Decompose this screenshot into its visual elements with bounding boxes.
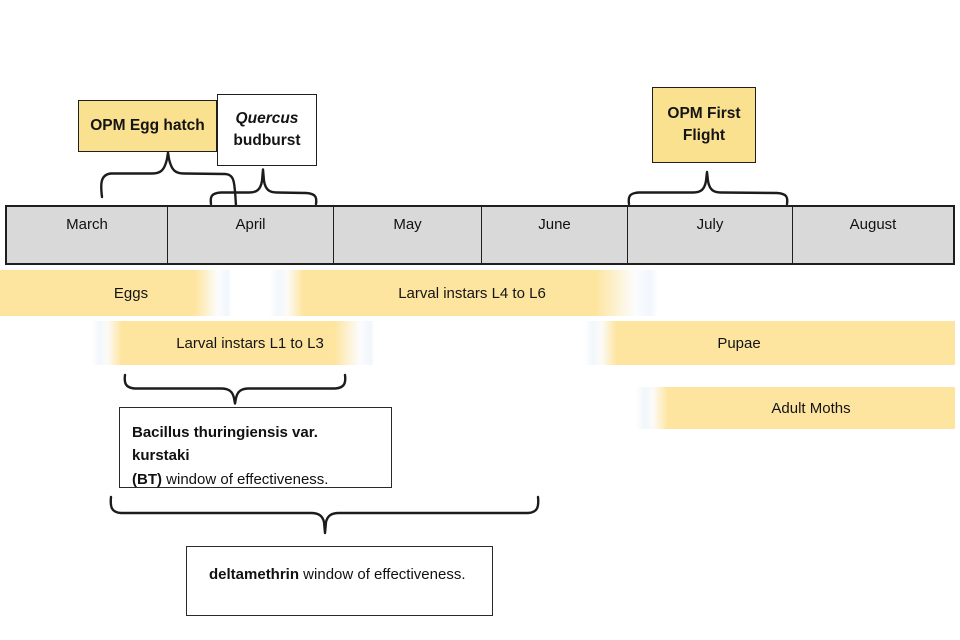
brace-deltamethrin <box>109 495 540 535</box>
larval-l1-l3-bar: Larval instars L1 to L3 <box>92 321 374 365</box>
timeline-cell-july: July <box>628 207 793 263</box>
pupae-label: Pupae <box>717 334 761 352</box>
larval-l4-l6-label: Larval instars L4 to L6 <box>398 284 546 302</box>
deltamethrin-name-bold: deltamethrin <box>209 566 300 583</box>
deltamethrin-effectiveness-box: deltamethrin window of effectiveness. <box>186 546 493 616</box>
first-flight-label-line2: Flight <box>682 127 726 144</box>
month-label: May <box>393 216 422 233</box>
eggs-label: Eggs <box>113 284 149 302</box>
deltamethrin-rest-text: window of effectiveness. <box>299 566 466 583</box>
month-label: March <box>66 216 108 233</box>
egg-hatch-label: OPM Egg hatch <box>90 116 205 134</box>
bt-name-bold: Bacillus thuringiensis var. kurstaki <box>132 424 318 465</box>
pupae-bar: Pupae <box>585 321 955 365</box>
brace-budburst <box>209 168 318 206</box>
budburst-label-line2: budburst <box>233 132 301 149</box>
adult-moths-label: Adult Moths <box>771 399 851 417</box>
month-label: July <box>696 216 724 233</box>
budburst-label-line1: Quercus <box>235 109 299 127</box>
bt-rest-text: window of effectiveness. <box>162 470 329 488</box>
adult-moths-bar: Adult Moths <box>636 387 955 429</box>
budburst-box: Quercus budburst <box>217 94 317 166</box>
brace-egg-hatch <box>100 151 238 208</box>
brace-first-flight <box>627 170 789 206</box>
month-label: June <box>538 216 571 233</box>
timeline-cell-june: June <box>482 207 628 263</box>
timeline-cell-march: March <box>7 207 168 263</box>
bt-effectiveness-box: Bacillus thuringiensis var. kurstaki (BT… <box>119 407 392 488</box>
first-flight-box: OPM First Flight <box>652 87 756 163</box>
timeline-cell-august: August <box>793 207 953 263</box>
eggs-bar: Eggs <box>0 270 232 316</box>
bt-abbr-bold: (BT) <box>132 470 162 488</box>
larval-l4-l6-bar: Larval instars L4 to L6 <box>270 270 658 316</box>
brace-bt <box>123 373 347 405</box>
month-label: August <box>849 216 897 233</box>
timeline-cell-april: April <box>168 207 334 263</box>
first-flight-label-line1: OPM First <box>667 104 741 122</box>
larval-l1-l3-label: Larval instars L1 to L3 <box>176 334 324 352</box>
timeline-cell-may: May <box>334 207 482 263</box>
egg-hatch-box: OPM Egg hatch <box>78 100 217 152</box>
month-timeline: March April May June July August <box>5 205 955 265</box>
month-label: April <box>235 216 266 233</box>
